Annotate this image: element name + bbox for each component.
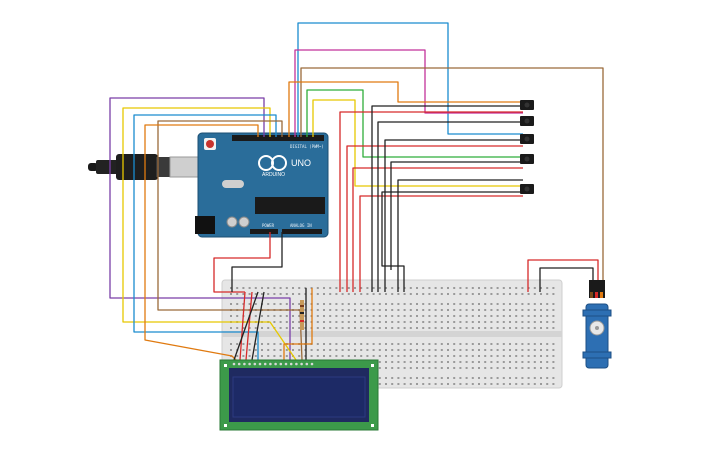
board-brand: ARDUINO [262, 172, 285, 178]
micro-servo[interactable] [582, 280, 612, 369]
board-model: UNO [291, 158, 311, 168]
analog-header-label: ANALOG IN [290, 223, 312, 228]
arduino-logo-icon [258, 155, 287, 171]
wire-red-btn-2[interactable] [346, 145, 523, 292]
wire-red-servo[interactable] [527, 259, 599, 292]
wire-black-btn-5[interactable] [397, 179, 523, 292]
wire-black-lcd-1[interactable] [233, 291, 259, 361]
wire-black-btn-6[interactable] [381, 191, 523, 292]
wire-black-btn-2[interactable] [377, 121, 523, 292]
power-header-label: POWER [262, 223, 275, 228]
wire-yellow-top[interactable] [312, 99, 523, 187]
wire-green-top[interactable] [306, 89, 523, 158]
wire-brown-servo[interactable] [300, 67, 604, 282]
arduino-uno-board[interactable]: ARDUINO UNO DIGITAL (PWM~) POWER ANALOG … [195, 132, 329, 238]
wire-orange-top[interactable] [288, 81, 523, 137]
dc-power-jack [195, 216, 215, 234]
analog-header [282, 229, 322, 234]
wire-red-lcd-1[interactable] [239, 291, 246, 361]
wire-black-btn-3[interactable] [384, 139, 523, 292]
wire-red-btn-4[interactable] [359, 195, 523, 292]
pushbutton-2[interactable] [520, 116, 534, 126]
wire-orange-lcd-2[interactable] [283, 288, 313, 360]
wire-blue[interactable] [297, 22, 523, 137]
wire-red-power[interactable] [213, 232, 271, 293]
pushbutton-5[interactable] [520, 184, 534, 194]
wire-purple[interactable] [109, 97, 291, 360]
pushbutton-1[interactable] [520, 100, 534, 110]
wires [109, 22, 604, 361]
lcd-16x2[interactable] [219, 359, 379, 431]
atmega-chip [255, 197, 325, 214]
pushbutton-3[interactable] [520, 134, 534, 144]
wire-black-power[interactable] [231, 232, 283, 292]
digital-header-label: DIGITAL (PWM~) [290, 144, 324, 149]
pushbutton-4[interactable] [520, 154, 534, 164]
lcd-pins [232, 362, 314, 366]
lcd-screen [232, 376, 366, 418]
wire-black-btn-1[interactable] [371, 105, 523, 292]
wire-red-btn-1[interactable] [339, 111, 523, 292]
digital-header [232, 135, 324, 141]
wire-orange-lcd[interactable] [144, 124, 259, 361]
wire-black-lcd-2[interactable] [251, 291, 265, 361]
wire-yellow-lcd[interactable] [122, 107, 297, 361]
wire-blue-lcd[interactable] [133, 114, 277, 360]
usb-cable [88, 154, 209, 180]
crystal [222, 180, 244, 188]
wire-red-lcd-2[interactable] [245, 291, 253, 361]
wire-black-btn-4[interactable] [390, 161, 523, 270]
power-header [250, 229, 278, 234]
resistor[interactable] [300, 300, 304, 330]
wire-magenta[interactable] [294, 49, 523, 137]
wire-black-servo[interactable] [539, 267, 594, 292]
wire-red-btn-3[interactable] [352, 167, 523, 292]
